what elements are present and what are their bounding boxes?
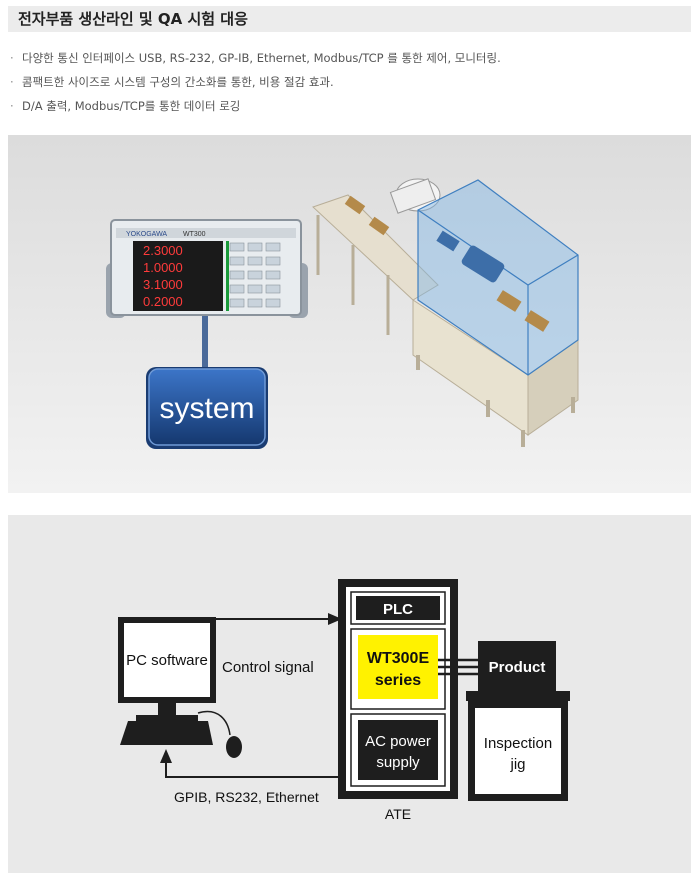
- list-item: ·D/A 출력, Modbus/TCP를 통한 데이터 로깅: [10, 99, 241, 113]
- control-signal-label: Control signal: [222, 659, 314, 676]
- gpib-label: GPIB, RS232, Ethernet: [174, 789, 319, 805]
- wt300e-series-label: series: [375, 672, 421, 689]
- wt300e-module: [358, 635, 438, 699]
- mouse-icon: [226, 736, 242, 758]
- model-label: WT300: [183, 231, 206, 238]
- feature-list: ·다양한 통신 인터페이스 USB, RS-232, GP-IB, Ethern…: [10, 46, 690, 118]
- display-reading: 1.0000: [143, 260, 183, 275]
- production-line: [312, 178, 579, 447]
- product-block: [478, 641, 556, 691]
- system-label: system: [159, 392, 254, 425]
- pc-software-label: PC software: [126, 652, 208, 669]
- ate-rack: PLC WT300E series AC power supply: [338, 579, 458, 799]
- gpib-connection: [165, 761, 338, 778]
- keyboard-icon: [120, 721, 213, 745]
- display-reading: 0.2000: [143, 294, 183, 309]
- inspection-jig: Inspection jig: [466, 691, 570, 801]
- section-title: 전자부품 생산라인 및 QA 시험 대응: [8, 6, 691, 32]
- ac-supply-label: supply: [376, 754, 420, 771]
- ate-system-diagram: PC software Control signal GPIB, RS232, …: [8, 515, 691, 873]
- list-item: ·다양한 통신 인터페이스 USB, RS-232, GP-IB, Ethern…: [10, 51, 501, 65]
- inspection-label: Inspection: [484, 735, 552, 752]
- display-reading: 2.3000: [143, 243, 183, 258]
- ate-label: ATE: [385, 806, 411, 822]
- jig-label: jig: [509, 756, 525, 773]
- ac-power-label: AC power: [365, 733, 431, 750]
- list-item: ·콤팩트한 사이즈로 시스템 구성의 간소화를 통한, 비용 절감 효과.: [10, 75, 334, 89]
- product-label: Product: [489, 659, 546, 676]
- plc-label: PLC: [383, 601, 413, 618]
- pc-computer: PC software: [118, 617, 242, 758]
- power-meter-instrument: YOKOGAWA WT300 2.3000 1.0000 3.1000 0.20…: [106, 219, 308, 318]
- display-reading: 3.1000: [143, 277, 183, 292]
- production-line-illustration: YOKOGAWA WT300 2.3000 1.0000 3.1000 0.20…: [8, 135, 691, 493]
- wt300e-label: WT300E: [367, 650, 430, 667]
- brand-logo: YOKOGAWA: [126, 231, 167, 238]
- system-box: system: [146, 367, 268, 449]
